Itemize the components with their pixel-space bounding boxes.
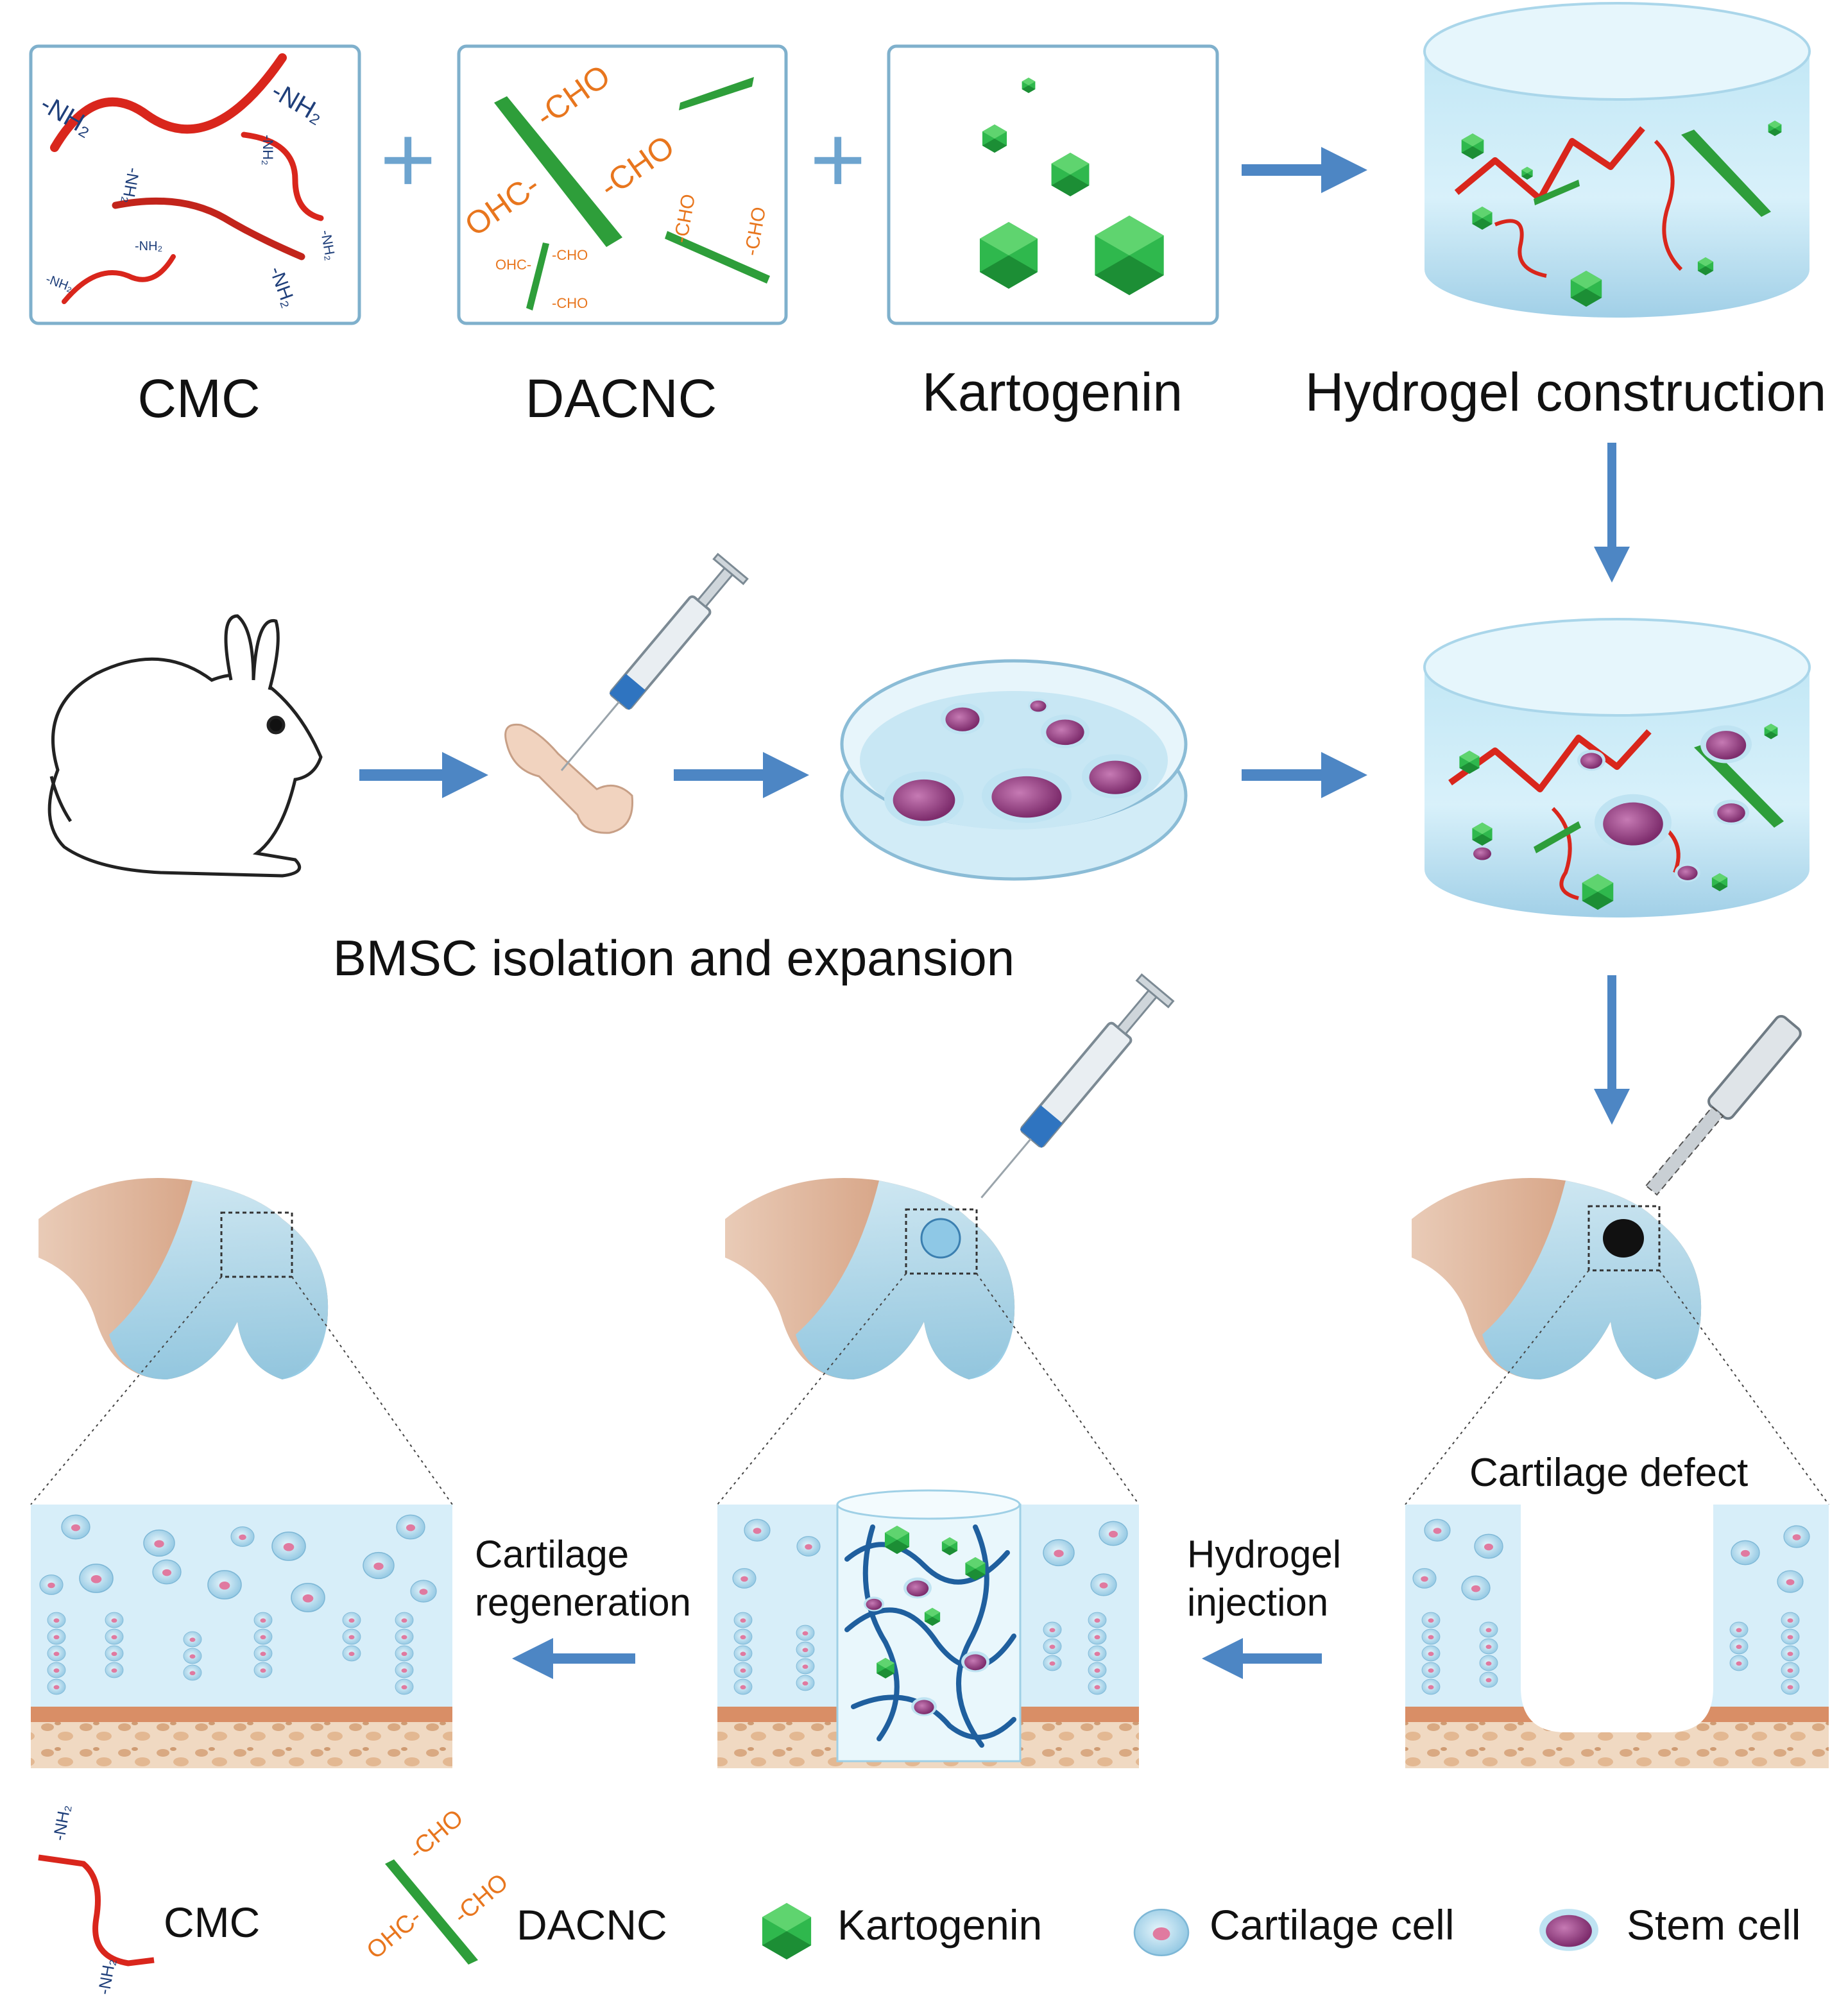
knee-joint-regenerated [38, 1178, 329, 1379]
tissue-section-defect [1405, 1505, 1829, 1768]
legend-dacnc-label: DACNC [517, 1901, 667, 1949]
legend-cmc-label: CMC [164, 1898, 261, 1946]
cartilage-regeneration-label: Cartilage regeneration [475, 1533, 691, 1624]
legend: -NH₂ -NH₂ -CHO -CHO OHC- [38, 1803, 1598, 1996]
cmc-panel: -NH₂ -NH₂ -NH₂ -NH₂ -NH₂ -NH₂ -NH₂ -NH₂ [29, 44, 361, 325]
aldehyde-label: -CHO [404, 1804, 468, 1865]
legend-cartilage-cell-swatch [1134, 1909, 1188, 1955]
stem-cell [1041, 714, 1090, 749]
rabbit-illustration [47, 614, 323, 878]
aldehyde-label: -CHO [449, 1868, 513, 1929]
legend-kartogenin-label: Kartogenin [837, 1901, 1043, 1949]
aldehyde-label: OHC- [362, 1904, 427, 1965]
aldehyde-label: -CHO [552, 247, 588, 263]
knee-joint-defect [1412, 1178, 1702, 1379]
hydrogel-cylinder [1423, 2, 1811, 318]
syringe-icon [560, 552, 749, 771]
amine-label: -NH₂ [260, 135, 276, 166]
cmc-strand [50, 53, 287, 152]
bmsc-label: BMSC isolation and expansion [333, 930, 1014, 986]
aldehyde-label: OHC- [495, 257, 531, 273]
cartilage-defect-label: Cartilage defect [1469, 1451, 1749, 1495]
amine-label: -NH₂ [94, 1957, 119, 1996]
zoom-guides [30, 1270, 1829, 1505]
legend-stem-cell-swatch [1539, 1909, 1598, 1951]
kartogenin-panel [887, 44, 1219, 325]
stem-cell [982, 768, 1072, 823]
legend-stem-cell-label: Stem cell [1627, 1901, 1801, 1949]
drill-icon [1645, 1014, 1802, 1196]
legend-dacnc-swatch [385, 1859, 478, 1965]
petri-dish [840, 659, 1188, 881]
aldehyde-label: -CHO [552, 295, 588, 311]
legend-kartogenin-swatch [762, 1903, 812, 1959]
legend-cartilage-cell-label: Cartilage cell [1210, 1901, 1455, 1949]
hydrogel-injection-label: Hydrogel injection [1187, 1533, 1342, 1624]
bone-illustration [504, 723, 634, 834]
stem-cell [1028, 698, 1048, 713]
plus-sign: + [380, 105, 436, 213]
plus-sign: + [810, 105, 866, 213]
hydrogel-cylinder-with-cells [1423, 618, 1811, 917]
knee-joint-injected [725, 1178, 1015, 1379]
stem-cell [1082, 754, 1149, 799]
amine-label: -NH₂ [135, 239, 162, 253]
amine-label: -NH₂ [49, 1803, 74, 1842]
dacnc-label: DACNC [526, 368, 717, 429]
stem-cell [884, 771, 964, 826]
dacnc-rod [494, 96, 622, 247]
stem-cell [941, 703, 984, 735]
syringe-icon [980, 973, 1175, 1199]
cmc-label: CMC [137, 368, 260, 429]
hydrogel-construction-label: Hydrogel construction [1305, 362, 1826, 422]
tissue-section-injected [717, 1489, 1139, 1768]
kartogenin-label: Kartogenin [922, 362, 1183, 422]
dacnc-panel: -CHO -CHO OHC- -CHO -CHO -CHO -CHO OHC- [457, 44, 788, 325]
legend-cmc-swatch [38, 1854, 155, 1967]
